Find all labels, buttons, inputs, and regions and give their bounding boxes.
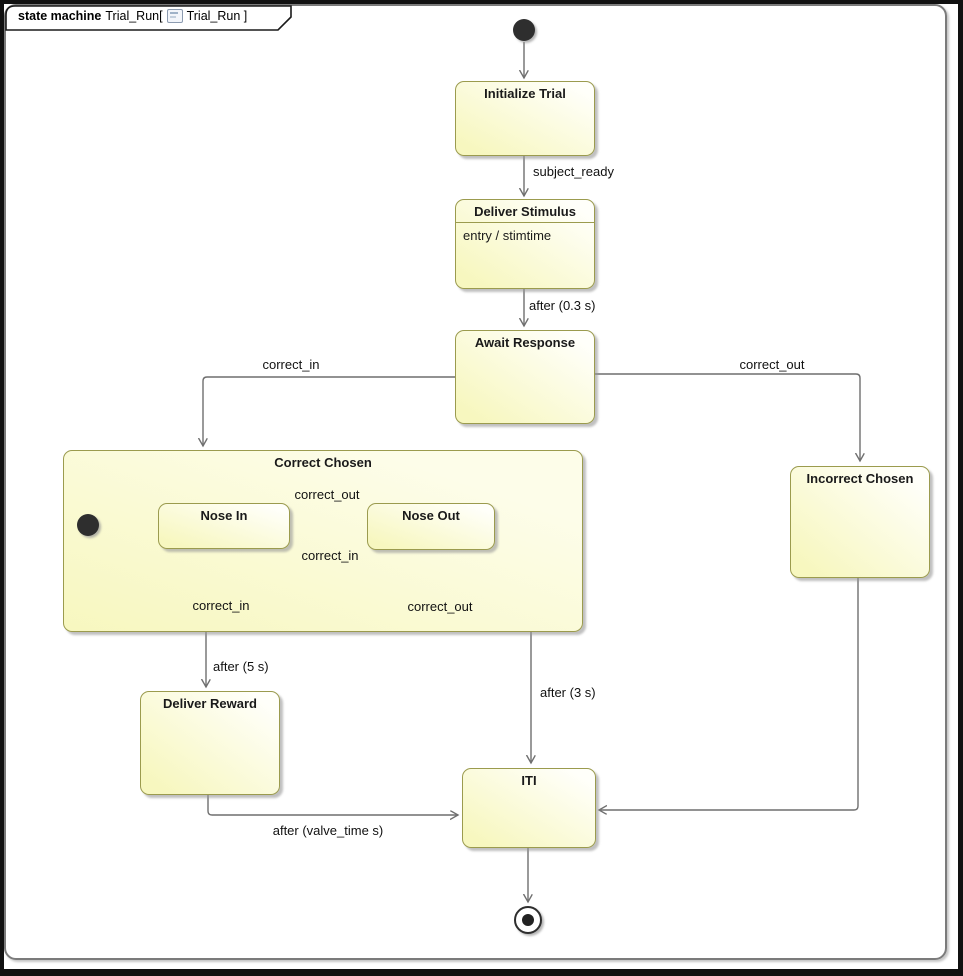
title-tab-shape	[5, 5, 292, 31]
transition-label-noseout-to-nosein: correct_in	[301, 548, 359, 563]
state-title: Nose Out	[402, 508, 460, 523]
state-title: ITI	[521, 773, 537, 788]
diagram-name-suffix: Trial_Run ]	[186, 9, 248, 23]
diagram-kind-label: state machine	[18, 9, 102, 23]
inner-initial-state-node[interactable]	[77, 514, 99, 536]
transition-await-to-incorrect-path	[595, 373, 860, 461]
final-state-dot	[522, 914, 534, 926]
state-nose-out[interactable]: Nose Out	[367, 503, 495, 550]
diagram-frame	[4, 4, 947, 960]
state-title: Deliver Stimulus	[456, 200, 594, 223]
state-await-response[interactable]: Await Response	[455, 330, 595, 424]
transition-label-after-3s: after (3 s)	[540, 685, 596, 700]
transition-await-to-correct-path	[203, 376, 455, 446]
state-deliver-reward[interactable]: Deliver Reward	[140, 691, 280, 795]
state-title: Correct Chosen	[274, 455, 372, 470]
transition-label-correct-in-branch: correct_in	[262, 357, 320, 372]
state-nose-in[interactable]: Nose In	[158, 503, 290, 549]
state-title: Incorrect Chosen	[806, 471, 914, 486]
transition-label-nosein-to-noseout: correct_out	[294, 487, 360, 502]
initial-state-node[interactable]	[513, 19, 535, 41]
state-deliver-stimulus[interactable]: Deliver Stimulus entry / stimtime	[455, 199, 595, 289]
diagram-icon	[166, 9, 183, 23]
state-iti[interactable]: ITI	[462, 768, 596, 848]
state-initialize-trial[interactable]: Initialize Trial	[455, 81, 595, 156]
transition-label-after-5s: after (5 s)	[213, 659, 269, 674]
state-title: Nose In	[200, 508, 248, 523]
transition-label-correct-out-branch: correct_out	[739, 357, 805, 372]
diagram-name: Trial_Run[	[105, 9, 163, 23]
transition-reward-to-iti-path	[207, 795, 458, 815]
state-title: Initialize Trial	[484, 86, 566, 101]
transition-label-after-valve-time: after (valve_time s)	[272, 823, 384, 838]
state-entry-action: entry / stimtime	[463, 228, 552, 243]
transition-label-noseout-self: correct_out	[407, 599, 473, 614]
diagram-title-tab	[5, 5, 292, 31]
transition-label-nosein-self: correct_in	[192, 598, 250, 613]
transition-label-subject-ready: subject_ready	[533, 164, 614, 179]
diagram-title: state machine Trial_Run[ Trial_Run ]	[18, 9, 247, 23]
state-title: Await Response	[474, 335, 576, 350]
final-state-node[interactable]	[514, 906, 542, 934]
state-correct-chosen[interactable]: Correct Chosen	[63, 450, 583, 632]
transition-label-after-03s: after (0.3 s)	[529, 298, 596, 313]
state-title: Deliver Reward	[163, 696, 257, 711]
state-incorrect-chosen[interactable]: Incorrect Chosen	[790, 466, 930, 578]
transition-incorrect-to-iti-path	[599, 578, 859, 810]
